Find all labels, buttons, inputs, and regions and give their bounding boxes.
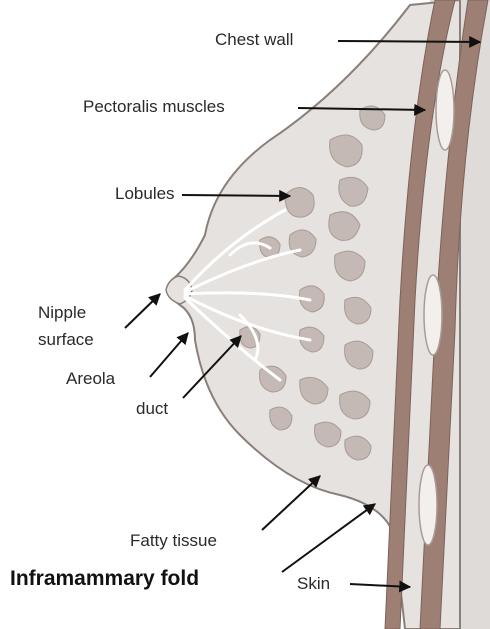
arrow-lobules (182, 195, 290, 196)
label-areola: Areola (66, 369, 115, 389)
label-duct: duct (136, 399, 168, 419)
arrow-inframammary (282, 504, 375, 572)
rib (424, 275, 442, 355)
label-nipple-line2: surface (38, 330, 94, 350)
label-inframammary-fold: Inframammary fold (10, 567, 199, 591)
label-pectoralis-muscles: Pectoralis muscles (83, 97, 225, 117)
lobule (285, 188, 314, 218)
arrow-chest-wall (338, 41, 480, 42)
rib (436, 70, 454, 150)
label-chest-wall: Chest wall (215, 30, 293, 50)
arrow-fatty-tissue (262, 476, 320, 530)
label-fatty-tissue: Fatty tissue (130, 531, 217, 551)
label-nipple-line1: Nipple (38, 303, 86, 323)
rib (419, 465, 437, 545)
arrow-nipple-surface (125, 294, 160, 328)
label-lobules: Lobules (115, 184, 175, 204)
arrow-areola (150, 333, 188, 377)
label-skin: Skin (297, 574, 330, 594)
